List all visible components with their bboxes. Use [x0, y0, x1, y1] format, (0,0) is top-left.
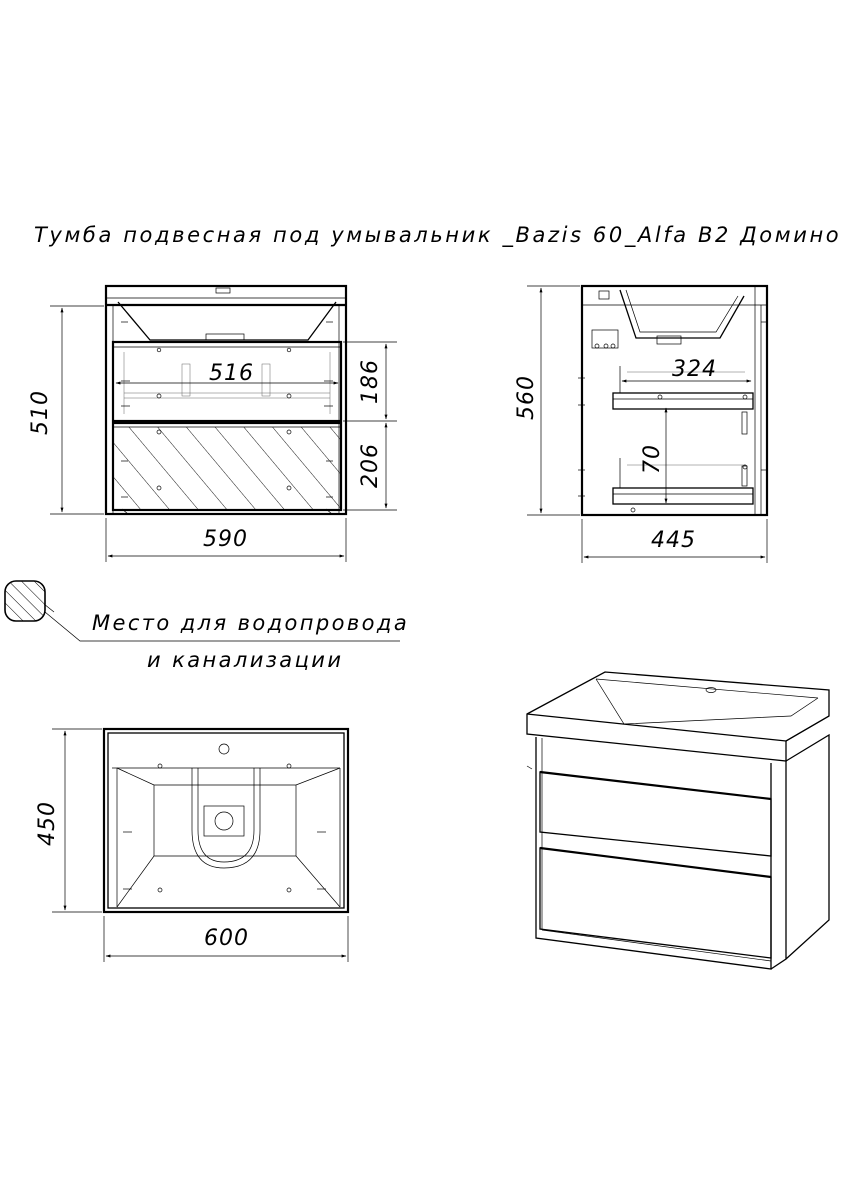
- legend-line-2: и канализации: [147, 648, 343, 672]
- dim-width-600: 600: [204, 926, 249, 951]
- legend: Место для водопровода и канализации: [4, 580, 409, 672]
- legend-line-1: Место для водопровода: [92, 611, 409, 635]
- dim-depth-445: 445: [651, 528, 696, 553]
- dim-lower-drawer-206: 206: [358, 443, 383, 488]
- hatch-swatch: [4, 580, 46, 622]
- dim-height-510: 510: [28, 390, 53, 435]
- dim-height-560: 560: [514, 375, 539, 420]
- front-dimensions: 510 590 516 186 206: [28, 305, 397, 562]
- dim-width-590: 590: [203, 527, 248, 552]
- dim-inner-324: 324: [672, 357, 717, 382]
- front-view: [104, 284, 348, 516]
- side-view: [578, 284, 769, 517]
- top-dimensions: 450 600: [35, 728, 349, 962]
- drawing-title: Тумба подвесная под умывальник _Bazis 60…: [34, 223, 841, 248]
- dim-upper-drawer-186: 186: [358, 359, 383, 404]
- side-dimensions: 560 445 324 70: [514, 285, 768, 563]
- dim-inner-516: 516: [209, 361, 254, 386]
- isometric-view: [526, 671, 830, 970]
- top-view: [102, 727, 350, 914]
- dim-depth-450: 450: [35, 801, 60, 846]
- dim-gap-70: 70: [640, 444, 665, 474]
